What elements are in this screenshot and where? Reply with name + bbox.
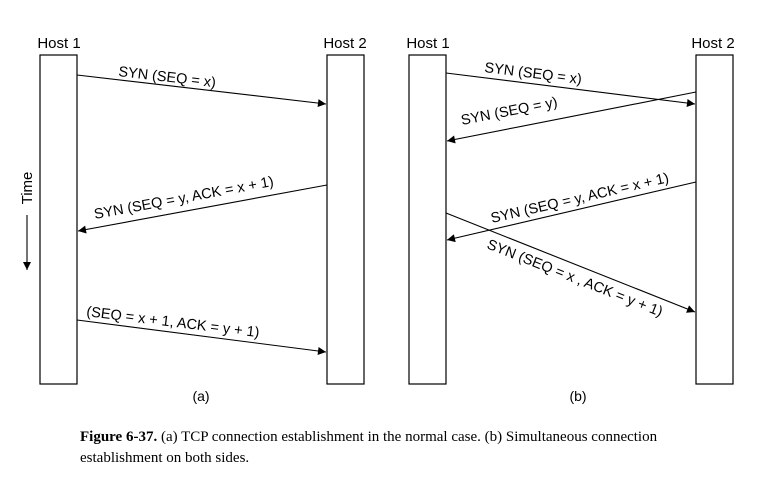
- panel-a-host1-timeline: [39, 54, 78, 385]
- panel-a-host1-label: Host 1: [37, 35, 80, 52]
- figure-caption: Figure 6-37. (a) TCP connection establis…: [80, 427, 700, 469]
- panel-b-host1-label: Host 1: [406, 35, 449, 52]
- panel-a: Host 1 Host 2 Time SYN (SEQ = x) SYN (SE…: [19, 35, 367, 404]
- panel-b-msg-syn-y: SYN (SEQ = y): [460, 95, 559, 129]
- panel-b-host2-timeline: [695, 54, 734, 385]
- figure-number: Figure 6-37.: [80, 429, 158, 445]
- panel-a-msg-syn: SYN (SEQ = x): [118, 64, 217, 91]
- panel-a-label: (a): [192, 388, 209, 404]
- panel-a-arrow-syn: [76, 74, 327, 108]
- figure-caption-text: (a) TCP connection establishment in the …: [80, 429, 658, 466]
- panel-b-arrow-syn-y: [446, 91, 697, 144]
- panel-a-msg-syn-ack: SYN (SEQ = y, ACK = x + 1): [93, 174, 275, 223]
- panel-a-arrow-syn-ack: [77, 184, 328, 234]
- panel-b-arrow-syn-x: [445, 72, 696, 107]
- panel-b: Host 1 Host 2 SYN (SEQ = x) SYN (SEQ = y…: [406, 35, 734, 404]
- panel-a-host2-label: Host 2: [323, 35, 366, 52]
- panel-a-msg-ack: (SEQ = x + 1, ACK = y + 1): [86, 304, 261, 341]
- panel-a-host2-timeline: [326, 54, 365, 385]
- panel-b-host2-label: Host 2: [691, 35, 734, 52]
- panel-b-msg-syn-ack: SYN (SEQ = y, ACK = x + 1): [489, 170, 670, 227]
- panel-b-label: (b): [569, 388, 586, 404]
- panel-b-host1-timeline: [408, 54, 447, 385]
- panel-b-arrow-syn-ack: [446, 181, 697, 243]
- panel-b-arrow-ack: [445, 212, 696, 313]
- time-axis-label: Time: [19, 172, 36, 205]
- panel-b-msg-ack: SYN (SEQ = x , ACK = y + 1): [485, 237, 665, 321]
- panel-a-arrow-ack: [76, 319, 327, 355]
